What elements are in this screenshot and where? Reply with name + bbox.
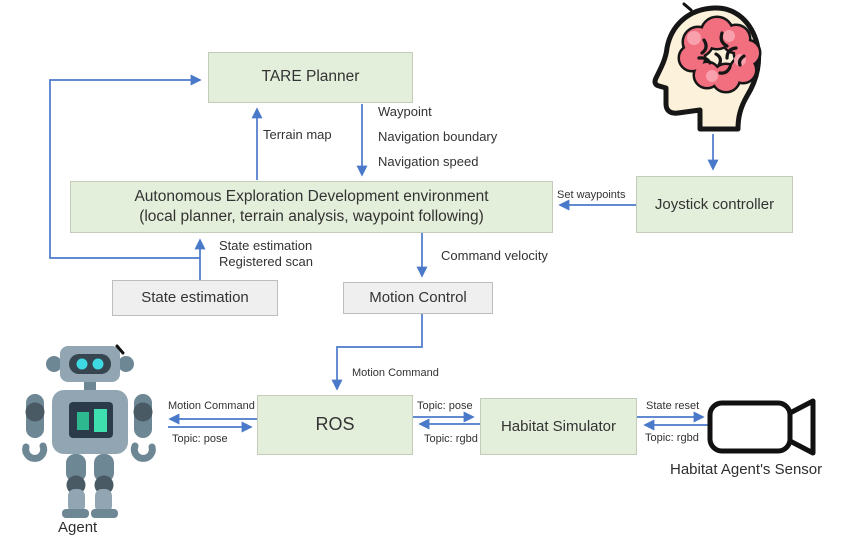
robot-agent-icon xyxy=(22,346,156,518)
arrow-loop-to-tare xyxy=(49,74,202,259)
node-motion-control-label: Motion Control xyxy=(369,289,467,307)
node-ros-label: ROS xyxy=(315,414,355,435)
node-ros: ROS xyxy=(257,395,413,455)
human-brain-icon xyxy=(652,5,762,132)
camera-sensor-icon xyxy=(707,398,816,456)
edge-label-motion-command-ros: Motion Command xyxy=(352,367,439,379)
edge-label-waypoint: Waypoint xyxy=(378,104,432,119)
edge-label-command-velocity: Command velocity xyxy=(441,248,548,263)
edge-label-topic-rgbd-habitat: Topic: rgbd xyxy=(424,433,478,445)
node-joystick-controller: Joystick controller xyxy=(636,176,793,233)
arrow-motion-to-ros xyxy=(331,314,423,391)
edge-label-topic-rgbd-sensor: Topic: rgbd xyxy=(645,432,699,444)
edge-label-motion-command-agent: Motion Command xyxy=(168,400,255,412)
edge-label-topic-pose-habitat: Topic: pose xyxy=(417,400,473,412)
node-aed-environment: Autonomous Exploration Development envir… xyxy=(70,181,553,233)
edge-label-topic-pose-agent: Topic: pose xyxy=(172,433,228,445)
edge-label-terrain-map: Terrain map xyxy=(263,127,332,142)
node-habitat-simulator: Habitat Simulator xyxy=(480,398,637,455)
edge-label-state-reset: State reset xyxy=(646,400,700,412)
node-aed-environment-line1: Autonomous Exploration Development envir… xyxy=(134,187,489,205)
edge-label-registered-scan: Registered scan xyxy=(219,254,313,269)
node-joystick-controller-label: Joystick controller xyxy=(654,195,775,213)
sparkle-tick-robot xyxy=(115,344,125,355)
node-state-estimation: State estimation xyxy=(112,280,278,316)
edge-label-navigation-speed: Navigation speed xyxy=(378,154,479,169)
node-motion-control: Motion Control xyxy=(343,282,493,314)
sparkle-tick-head xyxy=(682,2,693,12)
node-aed-environment-line2: (local planner, terrain analysis, waypoi… xyxy=(139,208,484,225)
node-habitat-simulator-label: Habitat Simulator xyxy=(500,417,617,435)
habitat-sensor-caption: Habitat Agent's Sensor xyxy=(670,461,823,478)
node-tare-planner-label: TARE Planner xyxy=(261,68,360,86)
edge-label-navigation-boundary: Navigation boundary xyxy=(378,129,498,144)
edge-label-state-estimation: State estimation xyxy=(219,238,313,253)
edge-label-set-waypoints: Set waypoints xyxy=(557,189,626,201)
node-state-estimation-label: State estimation xyxy=(141,289,249,307)
agent-caption: Agent xyxy=(58,519,98,536)
node-tare-planner: TARE Planner xyxy=(208,52,413,103)
